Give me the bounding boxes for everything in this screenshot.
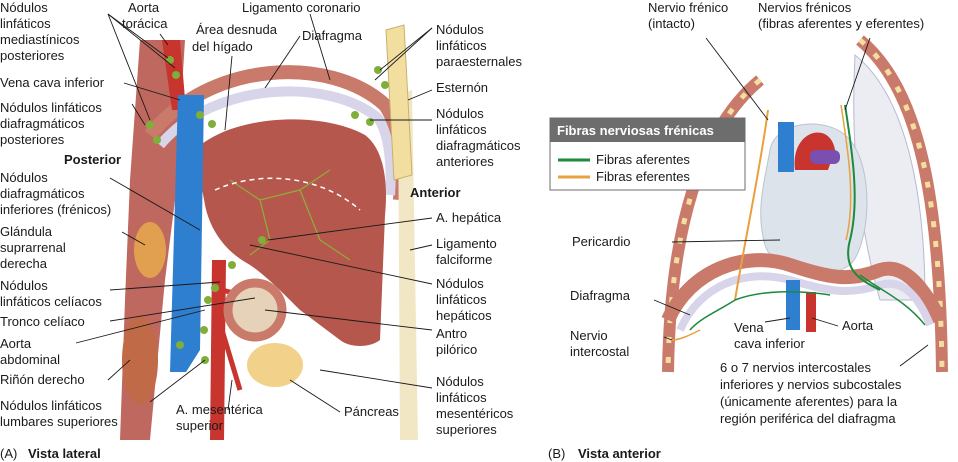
legend-title-bar	[550, 118, 745, 142]
label-lumbar-nodes: Nódulos linfáticos lumbares superiores	[0, 398, 118, 429]
label-hepatic-nodes: Nódulos linfáticos hepáticos	[436, 276, 492, 323]
diaphragm-nerve-branches	[689, 274, 926, 331]
phrenic-nerve-right-efferent	[840, 104, 852, 241]
label-diaphragm-b: Diafragma	[570, 288, 631, 303]
label-falciform-ligament: Ligamento falciforme	[436, 236, 500, 267]
aorta-b	[806, 292, 816, 332]
label-celiac-trunk: Tronco celíaco	[0, 314, 85, 329]
diaphragm-b	[661, 253, 947, 324]
ivc-b	[786, 280, 800, 330]
panel-b-illustration	[661, 35, 948, 373]
label-right-kidney: Riñón derecho	[0, 372, 85, 387]
label-phrenic-nerves: Nervios frénicos (fibras aferentes y efe…	[758, 0, 924, 31]
label-anterior: Anterior	[410, 185, 461, 200]
heart-svc	[778, 122, 794, 172]
right-adrenal-gland	[134, 222, 166, 278]
pyloric-antrum	[223, 278, 287, 342]
label-pancreas: Páncreas	[344, 404, 399, 419]
lymph-pathway-dashed	[214, 177, 361, 211]
liver-vessel-lines	[229, 169, 351, 261]
label-celiac-nodes: Nódulos linfáticos celíacos	[0, 278, 102, 309]
label-aorta-b: Aorta	[842, 318, 874, 333]
phrenic-nerve-left-efferent	[734, 109, 769, 301]
panel-a-labels: Nódulos linfáticos mediastínicos posteri…	[0, 0, 524, 462]
phrenic-nerve-right-afferent	[844, 104, 881, 291]
label-hepatic-artery: A. hepática	[436, 210, 502, 225]
label-pyloric-antrum: Antro pilórico	[436, 326, 477, 357]
panel-a-illustration	[120, 24, 418, 440]
label-mesenteric-nodes: Nódulos linfáticos mesentéricos superior…	[436, 374, 517, 437]
panel-b-labels: Nervio frénico (intacto) Nervios frénico…	[548, 0, 924, 462]
superior-mesenteric-artery	[219, 329, 243, 391]
label-intercostal-nerve: Nervio intercostal	[570, 328, 629, 359]
label-adrenal-gland: Glándula suprarrenal derecha	[0, 224, 69, 271]
label-thoracic-aorta: Aorta torácica	[122, 0, 168, 31]
legend-label-efferent: Fibras eferentes	[596, 169, 690, 184]
caption-b: (B) Vista anterior	[548, 445, 661, 462]
label-pericardium: Pericardio	[572, 234, 631, 249]
label-ivc-a: Vena cava inferior	[0, 75, 105, 90]
panel-b-leaders	[653, 37, 929, 367]
label-parasternal-nodes: Nódulos linfáticos paraesternales	[436, 22, 522, 69]
label-intercostal-nerves: 6 o 7 nervios intercostales inferiores y…	[720, 360, 905, 426]
label-phrenic-nerve-intact: Nervio frénico (intacto)	[648, 0, 732, 31]
intercostal-nerve-branch	[671, 329, 701, 341]
legend-label-afferent: Fibras aferentes	[596, 152, 690, 167]
heart-pulmonary	[810, 150, 840, 164]
legend-title: Fibras nerviosas frénicas	[557, 123, 714, 138]
label-diaphragm-a: Diafragma	[302, 28, 363, 43]
label-post-diaphragmatic-nodes: Nódulos linfáticos diafragmáticos poster…	[0, 100, 106, 147]
pleura-band	[156, 86, 396, 196]
label-sma: A. mesentérica superior	[176, 402, 266, 433]
inferior-vena-cava	[170, 95, 204, 372]
legend: Fibras nerviosas frénicas Fibras aferent…	[549, 117, 746, 191]
label-posterior: Posterior	[64, 152, 121, 167]
diaphragm-b-inner	[676, 272, 934, 332]
label-ant-diaphragmatic-nodes: Nódulos linfáticos diafragmáticos anteri…	[436, 106, 524, 169]
label-mediastinal-nodes: Nódulos linfáticos mediastínicos posteri…	[0, 0, 83, 63]
liver	[195, 119, 386, 346]
label-ivc-b: Vena cava inferior	[734, 320, 805, 351]
caption-a: (A) Vista lateral	[0, 445, 101, 462]
label-sternum: Esternón	[436, 80, 488, 95]
label-bare-area: Área desnuda del hígado	[192, 22, 281, 54]
panel-a-leaders	[75, 13, 433, 413]
pancreas	[247, 343, 303, 387]
abdominal-aorta	[210, 260, 226, 440]
right-kidney	[122, 315, 158, 405]
label-inf-diaphragmatic-nodes: Nódulos diafragmáticos inferiores (fréni…	[0, 170, 111, 217]
label-abdominal-aorta: Aorta abdominal	[0, 336, 60, 367]
label-coronary-ligament: Ligamento coronario	[242, 0, 361, 15]
